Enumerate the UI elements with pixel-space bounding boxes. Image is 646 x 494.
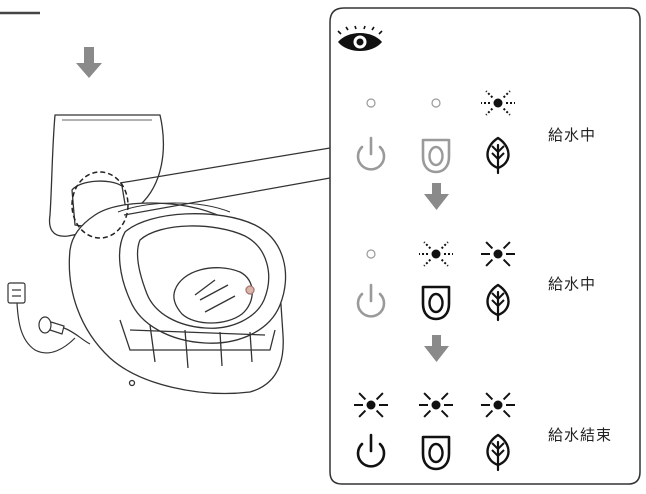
step-1-lamp-2 bbox=[432, 99, 440, 107]
press-down-arrow-icon bbox=[76, 47, 102, 78]
step-1-status-label: 給水中 bbox=[548, 124, 596, 145]
step-1-lamp-1 bbox=[367, 99, 375, 107]
step-2-lamp-1 bbox=[367, 250, 375, 258]
toilet-illustration bbox=[50, 115, 286, 393]
callout-panel bbox=[330, 8, 640, 484]
step-3-status-label: 給水結束 bbox=[548, 424, 612, 445]
step-2-status-label: 給水中 bbox=[548, 273, 596, 294]
